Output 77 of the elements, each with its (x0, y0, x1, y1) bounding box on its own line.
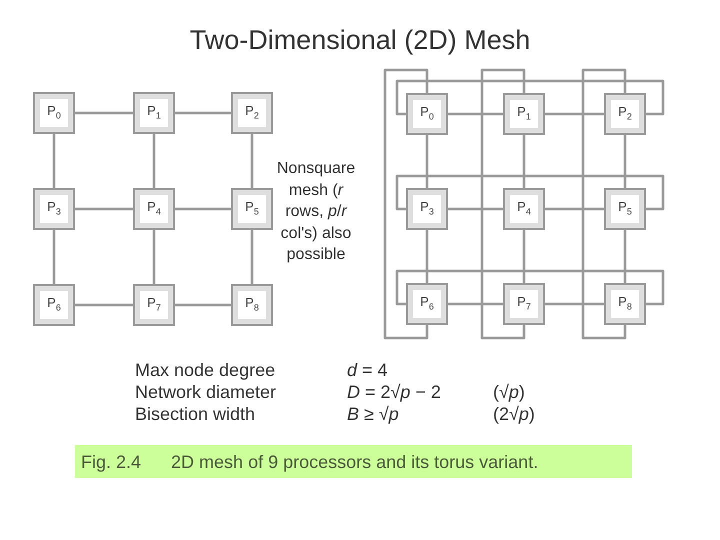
node-label: P$_{7}$ (147, 296, 161, 314)
node-label: P$_{6}$ (47, 296, 61, 314)
processor-node (231, 92, 273, 134)
processor-node (503, 188, 545, 230)
processor-node (604, 93, 646, 135)
link-line (384, 68, 428, 340)
node-label: P$_{5}$ (245, 200, 259, 218)
property-label: Network diameter (135, 381, 276, 403)
processor-node (133, 188, 175, 230)
link-line (175, 112, 231, 114)
processor-node (503, 93, 545, 135)
processor-node (133, 284, 175, 326)
link-line (480, 68, 526, 340)
link-line (250, 134, 254, 188)
link-line (75, 208, 133, 210)
link-line (545, 112, 604, 116)
node-label: P$_{4}$ (147, 200, 161, 218)
link-line (175, 304, 231, 306)
formula-text: D = 2√p − 2 (347, 381, 441, 403)
link-line (396, 174, 664, 210)
processor-node (503, 283, 545, 325)
processor-node (33, 92, 75, 134)
note-text: Nonsquare mesh (r rows, p/r col's) also possible (276, 159, 356, 265)
formula-text: (2√p) (493, 403, 535, 425)
node-label: P$_{1}$ (517, 104, 531, 124)
link-line (522, 230, 526, 283)
node-label: P$_{0}$ (420, 104, 434, 124)
processor-node (406, 188, 448, 230)
diagram-title: Two-Dimensional (2D) Mesh (190, 24, 530, 56)
link-line (545, 302, 604, 306)
link-line (545, 208, 604, 210)
processor-node (406, 283, 448, 325)
formula-text: B ≥ √p (347, 403, 399, 425)
node-label: P$_{5}$ (618, 200, 632, 218)
processor-node (231, 188, 273, 230)
node-label: P$_{4}$ (517, 200, 531, 218)
figure-caption: Fig. 2.4 2D mesh of 9 processors and its torus variant. (81, 450, 538, 472)
node-label: P$_{2}$ (245, 104, 259, 122)
node-label: P$_{8}$ (245, 296, 259, 314)
processor-node (231, 284, 273, 326)
node-label: P$_{8}$ (618, 294, 632, 314)
node-label: P$_{6}$ (420, 294, 434, 314)
link-line (250, 230, 254, 284)
link-line (396, 270, 664, 306)
node-label: P$_{1}$ (147, 104, 161, 122)
processor-node (133, 92, 175, 134)
link-line (522, 135, 526, 188)
formula-text: d = 4 (347, 359, 388, 381)
processor-node (604, 283, 646, 325)
processor-node (604, 188, 646, 230)
processor-node (33, 284, 75, 326)
link-line (396, 80, 664, 116)
link-line (448, 112, 503, 116)
link-line (426, 135, 428, 188)
processor-node (33, 188, 75, 230)
link-line (624, 230, 626, 283)
link-line (624, 135, 626, 188)
property-label: Max node degree (135, 359, 276, 381)
link-line (152, 134, 156, 188)
node-label: P$_{0}$ (47, 104, 61, 122)
node-label: P$_{3}$ (420, 200, 434, 218)
link-line (175, 208, 231, 210)
link-line (52, 230, 56, 284)
link-line (75, 304, 133, 306)
node-label: P$_{7}$ (517, 294, 531, 314)
link-line (448, 302, 503, 306)
node-label: P$_{3}$ (47, 200, 61, 218)
node-label: P$_{2}$ (618, 104, 632, 124)
link-line (448, 208, 503, 210)
link-line (426, 230, 428, 283)
formula-text: (√p) (493, 381, 525, 403)
processor-node (406, 93, 448, 135)
link-line (582, 68, 626, 340)
link-line (52, 134, 56, 188)
property-label: Bisection width (135, 403, 256, 425)
link-line (75, 112, 133, 114)
link-line (152, 230, 156, 284)
